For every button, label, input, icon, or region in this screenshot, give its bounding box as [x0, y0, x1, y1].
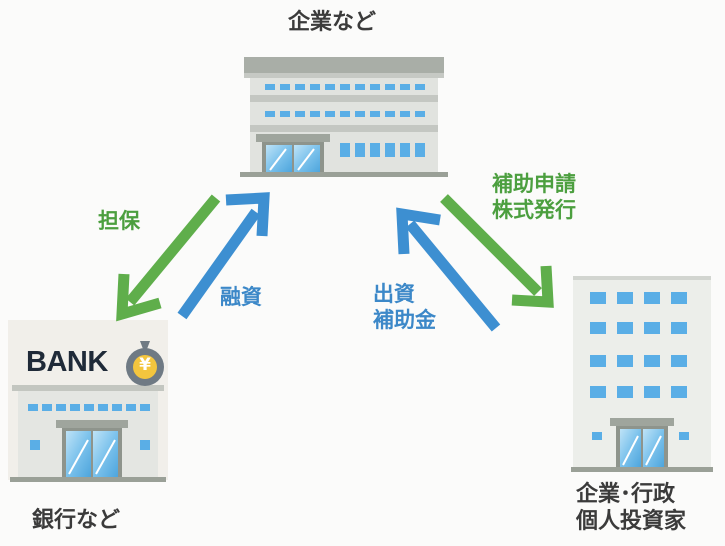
yen-symbol: ¥	[139, 355, 151, 375]
application-label-line2: 株式発行	[492, 197, 576, 222]
application-label: 補助申請 株式発行	[492, 172, 576, 223]
collateral-arrow	[116, 194, 221, 322]
investment-label-line1: 出資	[373, 282, 415, 306]
loan-label: 融資	[220, 285, 262, 309]
yen-bag-icon	[126, 341, 164, 386]
bank-label: 銀行など	[32, 508, 121, 533]
company-label: 企業など	[288, 10, 377, 35]
investment-label-line2: 補助金	[373, 307, 436, 332]
collateral-label: 担保	[98, 209, 140, 233]
application-arrow	[440, 194, 554, 308]
investment-label: 出資 補助金	[373, 282, 436, 333]
investors-building-icon	[571, 276, 713, 472]
bank-building-icon	[8, 320, 168, 482]
loan-arrow	[177, 192, 270, 320]
company-building-icon	[240, 57, 448, 177]
investors-label-line2: 個人投資家	[576, 508, 687, 534]
bank-sign-text: BANK	[26, 346, 108, 378]
investors-label: 企業･行政 個人投資家	[576, 482, 686, 536]
investors-label-line1: 企業･行政	[576, 482, 676, 507]
investment-arrow	[396, 207, 501, 332]
application-label-line1: 補助申請	[492, 172, 576, 196]
